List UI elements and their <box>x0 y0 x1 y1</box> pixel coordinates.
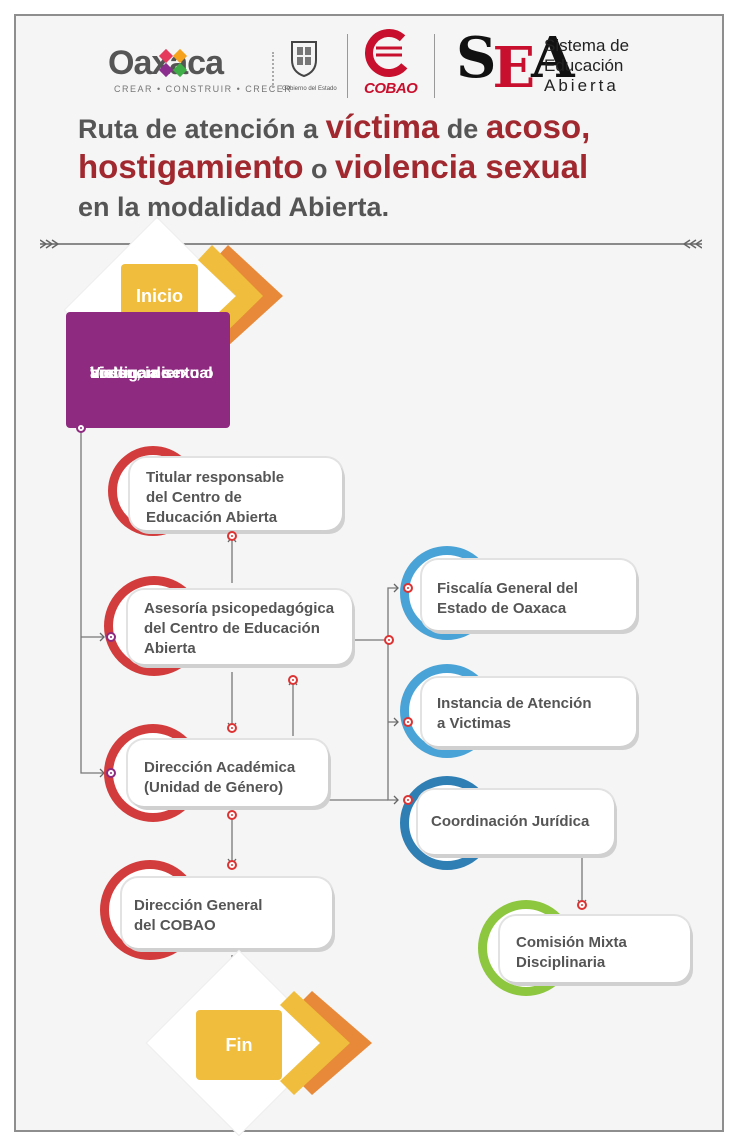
connector-dot <box>76 423 86 433</box>
connector-dot <box>227 531 237 541</box>
connector-dot <box>106 768 116 778</box>
connector-dot <box>106 632 116 642</box>
coat-of-arms-icon <box>291 41 317 78</box>
connector-dot <box>577 900 587 910</box>
connector-dot <box>288 675 298 685</box>
connector-dot <box>227 810 237 820</box>
connector-dot <box>227 723 237 733</box>
connector-dot <box>403 795 413 805</box>
connector-dot <box>403 583 413 593</box>
sea-logo: SEA <box>456 25 575 101</box>
node-victima-text: Victima de acoso, hostigamiento o violen… <box>90 365 214 382</box>
end-label: Fin <box>196 1010 282 1080</box>
connector-dot <box>227 860 237 870</box>
sea-name: Sistema de Educación Abierta <box>544 36 629 96</box>
connector-dot <box>384 635 394 645</box>
end-chevron-icon <box>280 991 372 1095</box>
logo-divider <box>434 34 435 98</box>
sea-name-line: Educación <box>544 56 624 75</box>
sea-name-line: Abierta <box>544 76 619 95</box>
cobao-emblem-icon <box>365 29 413 77</box>
sea-name-line: Sistema de <box>544 36 630 55</box>
gobierno-label: Gobierno del Estado <box>282 86 337 92</box>
logo-divider <box>347 34 348 98</box>
cobao-wordmark: COBAO <box>364 80 418 97</box>
oaxaca-x-icon <box>158 48 188 78</box>
oaxaca-tagline: CREAR • CONSTRUIR • CRECER <box>114 84 293 94</box>
logo-divider <box>272 52 274 88</box>
node-victima: Victima de acoso, hostigamiento o violen… <box>66 312 230 428</box>
connector-dot <box>403 717 413 727</box>
page-title: Ruta de atención a víctima de acoso, hos… <box>78 108 591 222</box>
